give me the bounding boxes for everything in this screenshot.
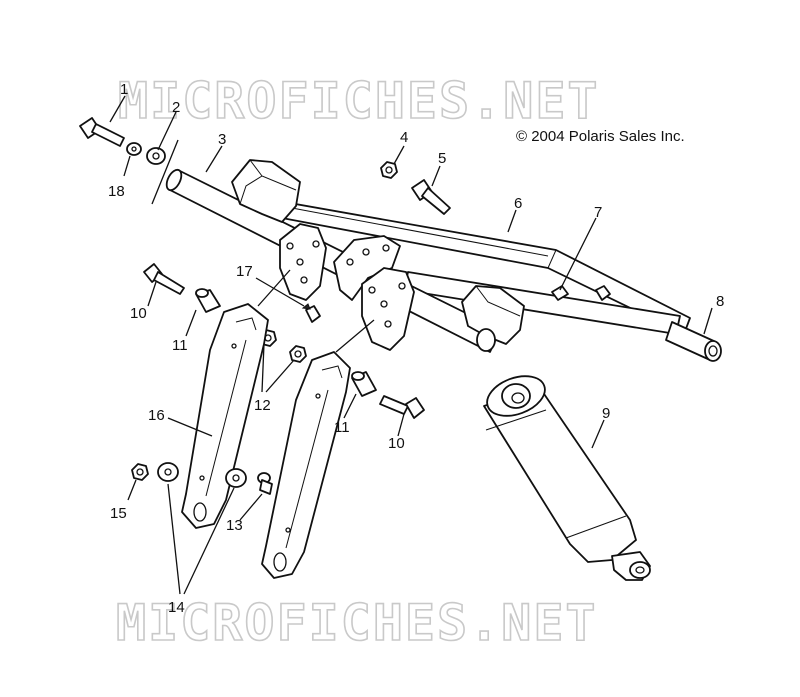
callout-13: 13 — [226, 517, 243, 534]
bushing-part-11-upper — [195, 288, 221, 313]
callout-11-upper: 11 — [172, 337, 188, 354]
copyright-text: © 2004 Polaris Sales Inc. — [516, 128, 685, 145]
bolt-part-10-upper — [143, 263, 185, 295]
callout-1: 1 — [120, 81, 128, 98]
callout-12: 12 — [254, 397, 271, 414]
callout-15: 15 — [110, 505, 127, 522]
pin-part-8 — [665, 321, 722, 362]
link-part-16-right — [261, 351, 351, 579]
callout-17: 17 — [236, 263, 253, 280]
leader-lines — [109, 95, 713, 595]
callout-16: 16 — [148, 407, 165, 424]
mounting-plates — [279, 223, 415, 351]
shock-part-9 — [483, 375, 651, 581]
watermark-top: MICROFICHES.NET — [118, 72, 600, 130]
callout-5: 5 — [438, 150, 446, 167]
callout-6: 6 — [514, 195, 522, 212]
bolt-part-10-lower — [379, 395, 425, 419]
callout-4: 4 — [400, 129, 408, 146]
pin-part-13 — [257, 472, 273, 495]
watermark-bottom: MICROFICHES.NET — [116, 594, 598, 652]
callout-9: 9 — [602, 405, 610, 422]
nut-part-4 — [380, 161, 398, 179]
callout-3: 3 — [218, 131, 226, 148]
nut-part-15 — [131, 463, 149, 481]
callout-10-upper: 10 — [130, 305, 147, 322]
callout-7: 7 — [594, 204, 602, 221]
callout-8: 8 — [716, 293, 724, 310]
fitting-part-17 — [301, 303, 321, 323]
fitting-part-7 — [551, 285, 611, 301]
bolt-part-1 — [79, 117, 125, 147]
link-part-16 — [181, 303, 269, 529]
bolt-part-5 — [411, 179, 451, 215]
callout-2: 2 — [172, 99, 180, 116]
callout-labels: 1 2 3 4 5 6 7 8 9 10 10 11 11 12 13 14 1… — [108, 81, 724, 616]
bushing-part-11-lower — [351, 371, 377, 397]
callout-10-lower: 10 — [388, 435, 405, 452]
callout-11-lower: 11 — [334, 419, 350, 436]
callout-18: 18 — [108, 183, 125, 200]
callout-14: 14 — [168, 599, 185, 616]
nut-part-12-right — [289, 345, 307, 363]
